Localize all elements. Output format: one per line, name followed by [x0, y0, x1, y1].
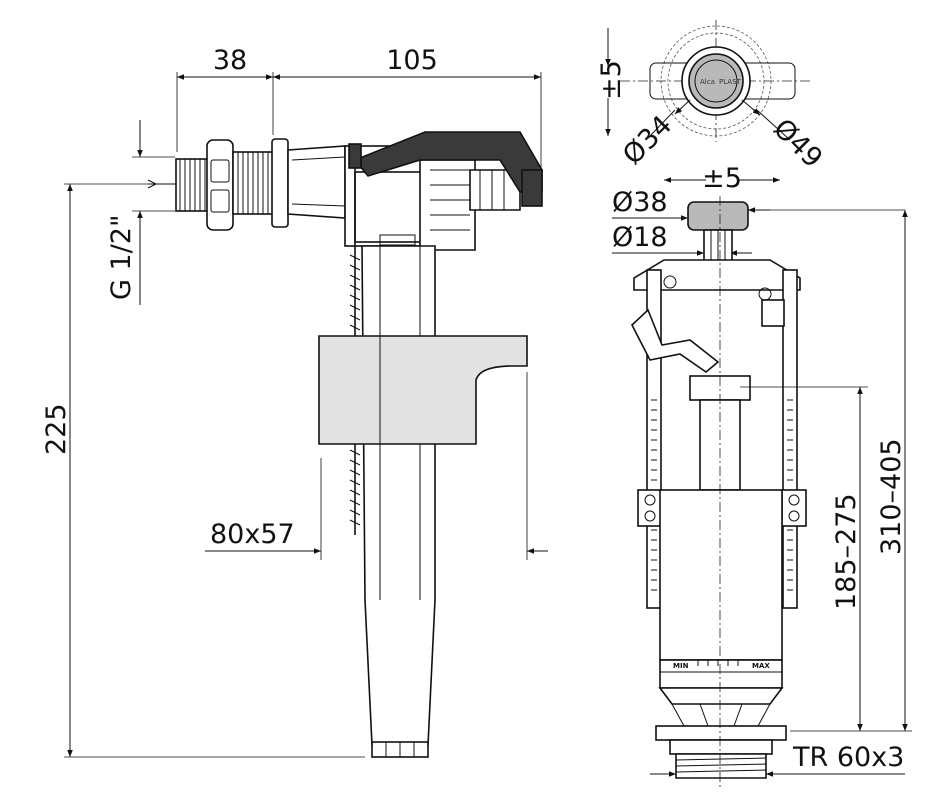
- dim-225-label: 225: [41, 403, 72, 455]
- flush-valve-drawing: ±5 Alca PLAST Ø34 Ø49 ±5: [596, 20, 912, 790]
- dimension-width-105: 105: [273, 45, 542, 180]
- dia-34-label: Ø34: [617, 110, 678, 171]
- dimension-range-310-405: 310–405: [868, 210, 912, 732]
- range-310-405-label: 310–405: [876, 438, 907, 555]
- valve-riser: [318, 143, 528, 758]
- thread-tr-label: TR 60x3: [792, 742, 904, 773]
- flush-button: [687, 201, 749, 265]
- valve-head: [344, 131, 543, 251]
- dimension-offset-mid: ±5: [664, 163, 780, 194]
- dimension-float-80x57: 80x57: [205, 372, 548, 560]
- dim-105-label: 105: [386, 45, 438, 76]
- range-185-275-label: 185–275: [831, 493, 862, 610]
- dim-38-label: 38: [213, 45, 247, 76]
- dim-float-label: 80x57: [210, 519, 295, 550]
- dim-thread-label: G 1/2": [106, 215, 137, 300]
- scale-min-label: MIN: [673, 662, 689, 670]
- dimension-diameters: Ø38 Ø18: [612, 187, 905, 256]
- dimension-thread-g12: G 1/2": [106, 120, 175, 305]
- float-body: [318, 335, 528, 445]
- fill-valve-drawing: 38 105 G 1/2" 225 80x57: [41, 45, 548, 758]
- dimension-height-225: 225: [41, 183, 365, 758]
- logo-plast: PLAST: [719, 78, 742, 86]
- dia-49-label: Ø49: [767, 113, 828, 174]
- logo-alca: Alca: [700, 78, 715, 86]
- flush-body: MIN MAX: [655, 196, 787, 790]
- button-top-view: ±5 Alca PLAST Ø34 Ø49: [596, 20, 828, 174]
- dimension-range-185-275: 185–275: [740, 386, 868, 732]
- dimension-thread-tr: TR 60x3: [650, 742, 905, 777]
- dia-38-label: Ø38: [612, 187, 668, 218]
- dimension-width-38: 38: [176, 45, 274, 152]
- mid-offset-label: ±5: [702, 163, 742, 194]
- top-offset-label: ±5: [596, 60, 627, 100]
- inlet-fitting: [147, 138, 346, 231]
- scale-max-label: MAX: [752, 662, 770, 670]
- dia-18-label: Ø18: [612, 222, 668, 253]
